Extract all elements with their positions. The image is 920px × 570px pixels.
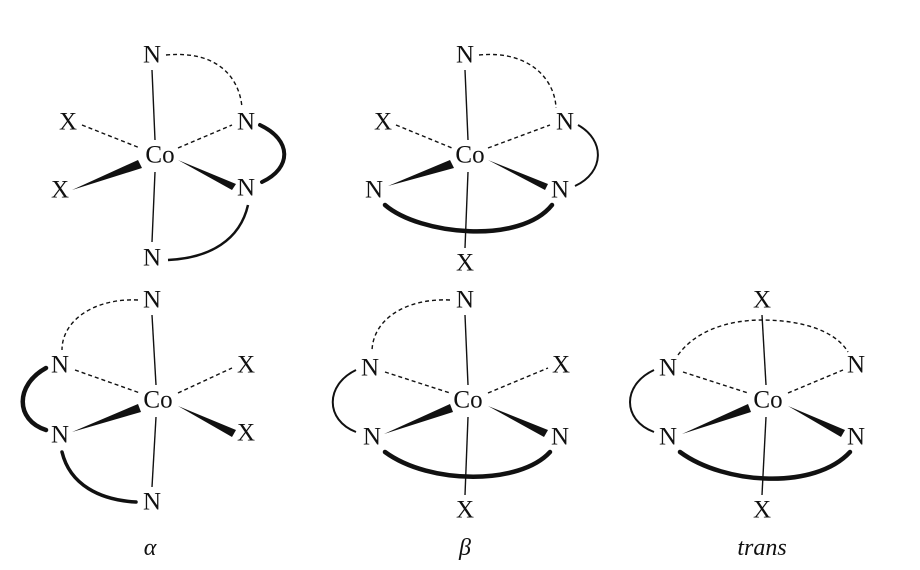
atom-x: X xyxy=(237,420,255,447)
atom-n: N xyxy=(143,287,161,314)
structure-top-middle: N Co X N N N X xyxy=(365,42,599,277)
atom-x: X xyxy=(456,250,474,277)
atom-n: N xyxy=(847,424,865,451)
atom-co: Co xyxy=(453,387,482,414)
atom-n: N xyxy=(143,42,161,69)
label-trans: trans xyxy=(737,535,786,561)
atom-co: Co xyxy=(753,387,782,414)
atom-x: X xyxy=(456,497,474,524)
atom-n: N xyxy=(237,109,255,136)
label-alpha: α xyxy=(144,535,157,561)
atom-x: X xyxy=(237,352,255,379)
atom-x: X xyxy=(59,109,77,136)
atom-n: N xyxy=(51,422,69,449)
atom-n: N xyxy=(51,352,69,379)
atom-n: N xyxy=(143,489,161,516)
atom-n: N xyxy=(659,424,677,451)
atom-n: N xyxy=(363,424,381,451)
label-beta: β xyxy=(458,535,471,561)
atom-co: Co xyxy=(455,142,484,169)
atom-n: N xyxy=(659,355,677,382)
atom-n: N xyxy=(365,177,383,204)
structure-beta: N Co N X N N X β xyxy=(331,287,570,561)
atom-n: N xyxy=(456,287,474,314)
atom-n: N xyxy=(847,352,865,379)
structure-top-left: N Co X X N N N xyxy=(51,42,287,272)
atom-n: N xyxy=(237,175,255,202)
atom-co: Co xyxy=(143,387,172,414)
atom-n: N xyxy=(551,424,569,451)
atom-n: N xyxy=(143,245,161,272)
atom-n: N xyxy=(456,42,474,69)
atom-x: X xyxy=(753,497,771,524)
atom-n: N xyxy=(551,177,569,204)
atom-x: X xyxy=(552,352,570,379)
atom-n: N xyxy=(556,109,574,136)
structure-alpha: N Co N X N X N α xyxy=(20,287,255,561)
atom-x: X xyxy=(753,287,771,314)
atom-co: Co xyxy=(145,142,174,169)
structure-trans: X Co N N N N X trans xyxy=(629,287,865,561)
atom-x: X xyxy=(51,177,69,204)
atom-n: N xyxy=(361,355,379,382)
atom-x: X xyxy=(374,109,392,136)
